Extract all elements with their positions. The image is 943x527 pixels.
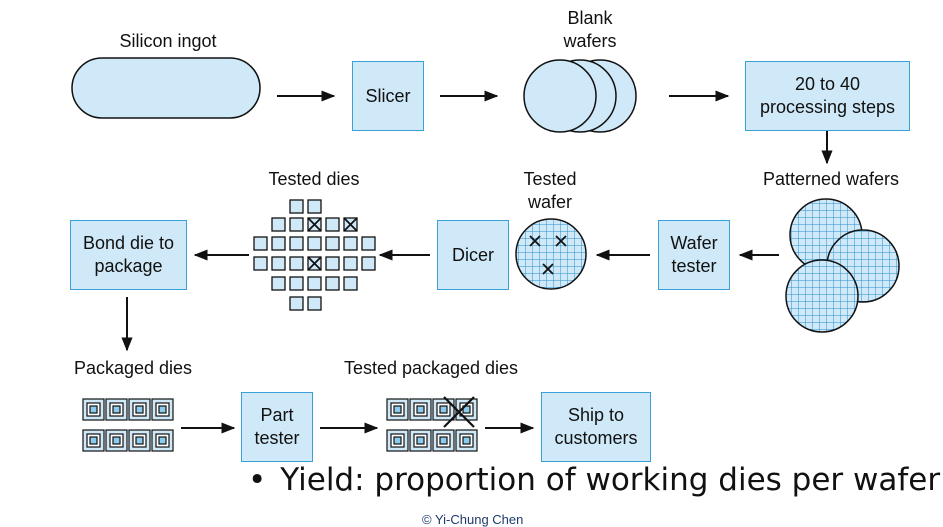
label-tested-wafer: Tested wafer: [523, 169, 577, 212]
yield-text: Yield: proportion of working dies per wa…: [280, 462, 941, 498]
tested-packaged-dies-shape: [386, 396, 478, 452]
bullet-dot: •: [248, 462, 267, 498]
label-packaged-dies: Packaged dies: [73, 358, 193, 378]
label-silicon-ingot: Silicon ingot: [119, 31, 217, 51]
slicer-box: Slicer: [352, 61, 424, 131]
yield-bullet: • Yield: proportion of working dies per w…: [248, 462, 940, 498]
wafer-tester-box: Wafer tester: [658, 220, 730, 290]
patterned-wafers-shape: [785, 198, 900, 333]
packaged-dies-shape: [82, 398, 174, 452]
processing-steps-box: 20 to 40 processing steps: [745, 61, 910, 131]
bond-die-box: Bond die to package: [70, 220, 187, 290]
label-tested-packaged-dies: Tested packaged dies: [343, 358, 519, 378]
blank-wafers-shape: [523, 59, 637, 133]
label-tested-dies: Tested dies: [268, 169, 360, 189]
label-blank-wafers: Blank wafers: [563, 8, 617, 51]
dicer-box: Dicer: [437, 220, 509, 290]
silicon-ingot-shape: [71, 57, 261, 119]
ship-to-customers-box: Ship to customers: [541, 392, 651, 462]
part-tester-box: Part tester: [241, 392, 313, 462]
tested-dies-shape: [253, 199, 376, 311]
tested-wafer-shape: [515, 218, 587, 290]
label-patterned-wafers: Patterned wafers: [762, 169, 900, 189]
copyright-text: © Yi-Chung Chen: [422, 512, 524, 527]
